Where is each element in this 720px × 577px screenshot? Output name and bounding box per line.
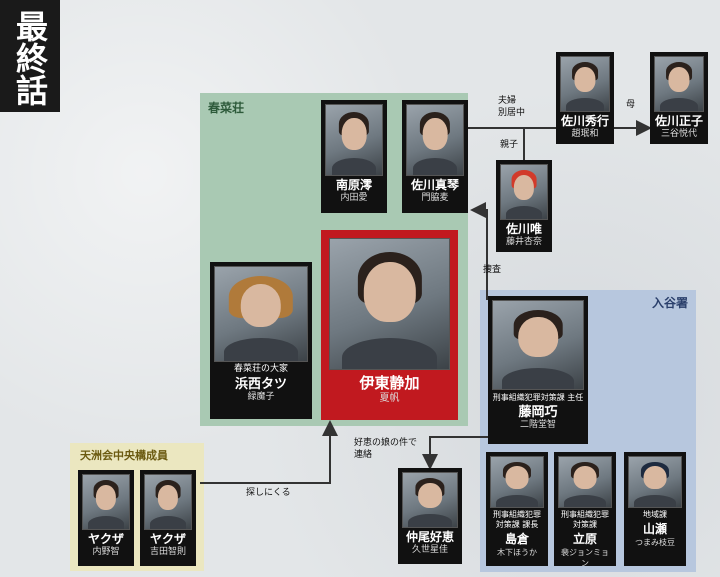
- group-label-iriya: 入谷署: [651, 296, 688, 310]
- character-card-tatsu[interactable]: 春菜荘の大家 浜西タツ 緑魔子: [210, 262, 312, 419]
- character-card-minamihara[interactable]: 南原澪 内田愛: [321, 100, 387, 213]
- relation-label-search: 探しにくる: [246, 488, 291, 498]
- character-name: 佐川秀行: [560, 114, 609, 128]
- actor-name: 門脇麦: [421, 193, 449, 203]
- character-card-yakuza-2[interactable]: ヤクザ 吉田智則: [140, 470, 196, 566]
- character-name: ヤクザ: [149, 532, 186, 546]
- actor-name: 久世星佳: [411, 545, 448, 555]
- character-role: 刑事組織犯罪対策課 課長: [493, 510, 541, 529]
- portrait-photo: [558, 456, 612, 508]
- portrait-photo: [144, 474, 192, 530]
- character-name: 佐川唯: [505, 222, 542, 236]
- character-role: 刑事組織犯罪対策課 主任: [492, 393, 584, 402]
- actor-name: 緑魔子: [247, 392, 275, 402]
- character-name: 藤岡巧: [518, 405, 558, 420]
- portrait-photo: [82, 474, 130, 530]
- actor-name: 木下ほうか: [497, 548, 537, 557]
- character-name: 南原澪: [335, 178, 372, 192]
- portrait-photo: [402, 472, 458, 528]
- line-search: [200, 420, 338, 484]
- actor-name: 趙珉和: [571, 129, 599, 139]
- page-title: 最終話: [0, 0, 60, 112]
- relation-label-mother: 母: [626, 100, 636, 110]
- actor-name: 内田愛: [340, 193, 368, 203]
- portrait-photo: [329, 238, 450, 370]
- portrait-photo: [560, 56, 610, 112]
- relation-label-parent-child: 親子: [500, 140, 519, 150]
- portrait-photo: [214, 266, 308, 362]
- group-label-haruna: 春菜荘: [208, 101, 245, 115]
- relation-label-investigation: 捜査: [483, 265, 502, 275]
- character-name: 佐川真琴: [410, 178, 459, 192]
- character-role: 地域課: [643, 510, 667, 519]
- character-card-fujioka[interactable]: 刑事組織犯罪対策課 主任 藤岡巧 二階堂智: [488, 296, 588, 444]
- character-card-nakao[interactable]: 仲尾好恵 久世星佳: [398, 468, 462, 564]
- character-card-shimakura[interactable]: 刑事組織犯罪対策課 課長 島倉 木下ほうか: [486, 452, 548, 566]
- portrait-photo: [492, 300, 584, 390]
- portrait-photo: [325, 104, 383, 176]
- portrait-photo: [490, 456, 544, 508]
- character-card-yakuza-1[interactable]: ヤクザ 内野智: [78, 470, 134, 566]
- character-role: 春菜荘の大家: [233, 364, 288, 374]
- actor-name: 裴ジョンミョン: [561, 548, 609, 568]
- portrait-photo: [406, 104, 464, 176]
- character-card-hideyuki[interactable]: 佐川秀行 趙珉和: [556, 52, 614, 144]
- character-name: 島倉: [504, 532, 529, 546]
- relation-label-contact-2: 連絡: [354, 450, 373, 460]
- actor-name: 三谷悦代: [660, 129, 697, 139]
- character-name: 伊東静加: [359, 374, 420, 392]
- actor-name: 藤井杏奈: [505, 237, 542, 247]
- actor-name: つまみ枝豆: [635, 538, 675, 547]
- line-investigation: [470, 202, 488, 300]
- character-name: 仲尾好恵: [405, 530, 454, 544]
- character-name: 浜西タツ: [234, 377, 287, 392]
- line-contact: [422, 436, 488, 470]
- portrait-photo: [654, 56, 704, 112]
- actor-name: 二階堂智: [519, 420, 556, 430]
- relation-label-couple: 夫婦: [498, 96, 517, 106]
- character-card-masako[interactable]: 佐川正子 三谷悦代: [650, 52, 708, 144]
- character-card-tachihara[interactable]: 刑事組織犯罪対策課 立原 裴ジョンミョン: [554, 452, 616, 568]
- character-role: 刑事組織犯罪対策課: [561, 510, 609, 529]
- portrait-photo: [628, 456, 682, 508]
- actor-name: 夏帆: [379, 393, 400, 404]
- character-name: ヤクザ: [87, 532, 124, 546]
- character-card-yui[interactable]: 佐川唯 藤井杏奈: [496, 160, 552, 252]
- character-name: 佐川正子: [654, 114, 703, 128]
- character-card-shizuka[interactable]: 伊東静加 夏帆: [321, 230, 458, 420]
- portrait-photo: [500, 164, 548, 220]
- relation-label-separated: 別居中: [498, 108, 526, 118]
- character-card-yamase[interactable]: 地域課 山瀬 つまみ枝豆: [624, 452, 686, 566]
- group-label-tenshu: 天洲会中央構成員: [80, 449, 168, 462]
- character-name: 立原: [572, 532, 597, 546]
- relation-label-contact-1: 好恵の娘の件で: [354, 438, 418, 448]
- actor-name: 内野智: [92, 547, 120, 557]
- actor-name: 吉田智則: [149, 547, 186, 557]
- character-card-makoto[interactable]: 佐川真琴 門脇麦: [402, 100, 468, 213]
- character-name: 山瀬: [642, 522, 667, 536]
